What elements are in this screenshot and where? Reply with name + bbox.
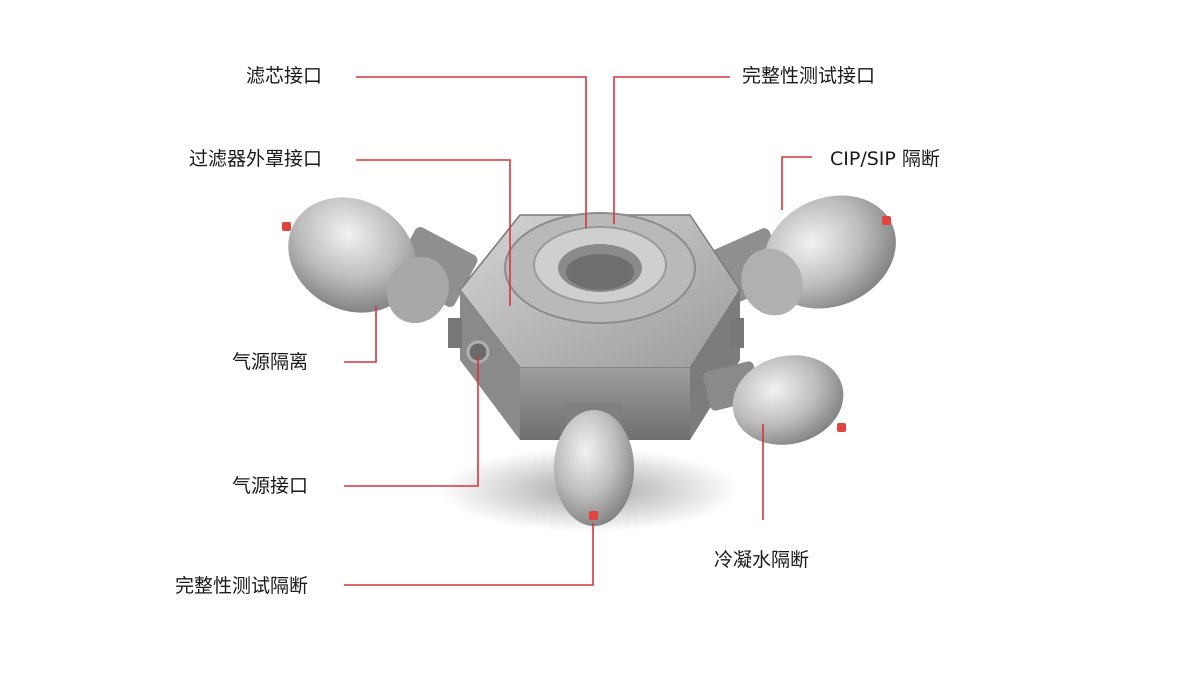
label-air-source-isolation: 气源隔离 <box>231 351 308 373</box>
valve-body <box>448 212 744 440</box>
label-cip-sip-isolation: CIP/SIP 隔断 <box>830 148 940 170</box>
leader-lines <box>344 76 812 586</box>
leader-air-source-port <box>344 356 479 487</box>
leader-filter-element-port <box>356 76 587 228</box>
leader-air-source-isolation <box>344 306 377 363</box>
label-filter-element-port: 滤芯接口 <box>245 65 322 87</box>
leader-filter-housing-port <box>356 159 511 306</box>
label-integrity-test-port: 完整性测试接口 <box>742 65 876 87</box>
leader-integrity-test-port <box>613 76 730 224</box>
label-filter-housing-port: 过滤器外罩接口 <box>188 148 322 170</box>
label-condensate-isolation: 冷凝水隔断 <box>714 549 810 571</box>
cip-sip-isolation-actuator <box>705 195 896 316</box>
label-air-source-port: 气源接口 <box>231 475 308 497</box>
condensate-isolation-actuator <box>702 355 846 445</box>
leader-integrity-test-isolation <box>344 523 594 586</box>
integrity-test-isolation-actuator <box>554 403 634 526</box>
label-integrity-test-isolation: 完整性测试隔断 <box>174 575 308 597</box>
air-source-isolation-actuator <box>282 197 478 324</box>
leader-cip-sip-isolation <box>781 156 812 210</box>
